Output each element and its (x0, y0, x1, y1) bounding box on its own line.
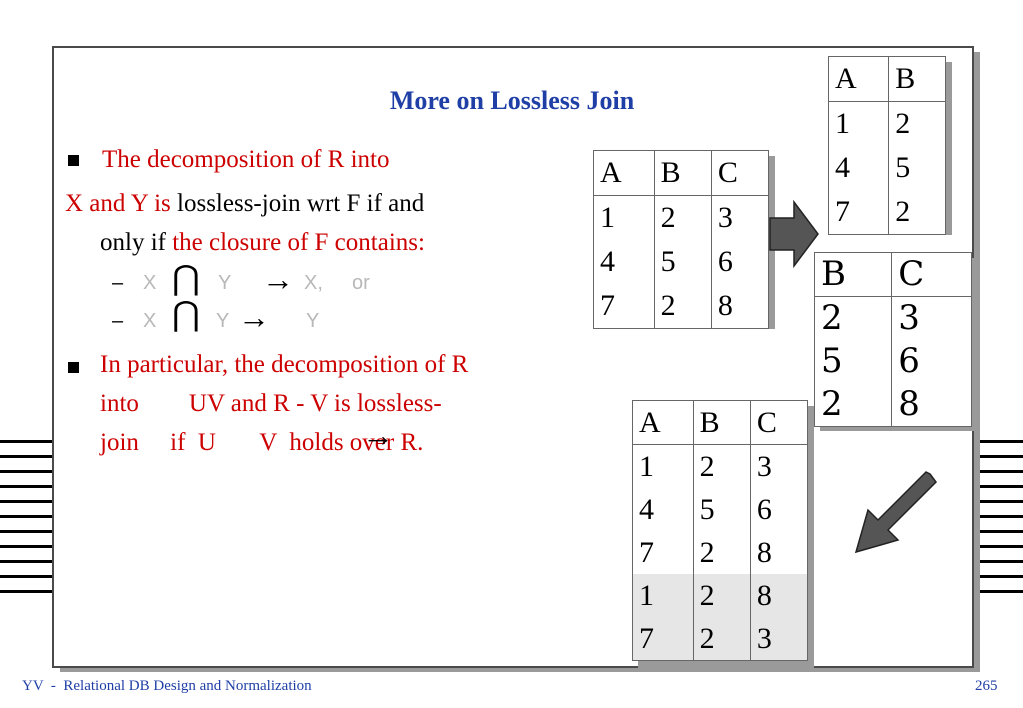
bullet-2-line-3: join if U V holds over R. (100, 429, 424, 456)
left-stripes (0, 440, 52, 605)
decompose-arrow-icon (769, 199, 819, 269)
only-if-phrase: only if (100, 229, 166, 256)
bullet-2-line-1: In particular, the decomposition of R (100, 351, 469, 378)
bullet-1-continuation-line-2: only if the closure of F contains: (100, 223, 425, 262)
col-b-header: B (813, 252, 893, 297)
col-a-header: A (632, 400, 694, 445)
col-c-header: C (891, 252, 972, 297)
subitem-2-result: Y (306, 310, 320, 332)
footer-page-number: 265 (975, 678, 998, 694)
closure-phrase: the closure of F contains: (172, 229, 425, 256)
intersection-icon: ⋂ (172, 296, 200, 333)
subitem-1-result: X, (304, 272, 323, 294)
subitem-1-dash: – (112, 272, 124, 294)
subitem-1-or: or (352, 272, 370, 294)
col-c-header: C (710, 150, 770, 196)
x-and-y-phrase: X and Y is (65, 190, 171, 217)
subitem-2-y: Y (216, 310, 230, 332)
bullet-marker (68, 362, 79, 373)
footer-course-title: YV - Relational DB Design and Normalizat… (22, 678, 312, 694)
subitem-1-x: X (143, 272, 157, 294)
bullet-marker (68, 155, 79, 166)
col-a-header: A (827, 56, 890, 102)
subitem-2-x: X (143, 310, 157, 332)
slide-title: More on Lossless Join (389, 86, 635, 115)
arrow-icon: → (262, 261, 294, 297)
join-arrow-icon (854, 471, 937, 554)
arrow-icon: → (362, 417, 394, 453)
lossless-join-phrase: lossless-join wrt F if and (177, 190, 425, 217)
col-b-header: B (888, 56, 946, 102)
subitem-1-y: Y (218, 272, 232, 294)
right-stripes (971, 440, 1023, 605)
col-b-header: B (692, 400, 751, 445)
arrow-icon: → (238, 299, 270, 335)
intersection-icon: ⋂ (172, 260, 200, 297)
col-a-header: A (593, 150, 655, 196)
col-c-header: C (749, 400, 809, 445)
col-b-header: B (653, 150, 712, 196)
subitem-2-dash: – (112, 310, 124, 332)
bullet-1-continuation-line-1: X and Y is lossless-join wrt F if and (65, 184, 424, 223)
bullet-2-line-2: into UV and R - V is lossless- (100, 390, 442, 417)
bullet-1-text: The decomposition of R into (102, 146, 390, 173)
